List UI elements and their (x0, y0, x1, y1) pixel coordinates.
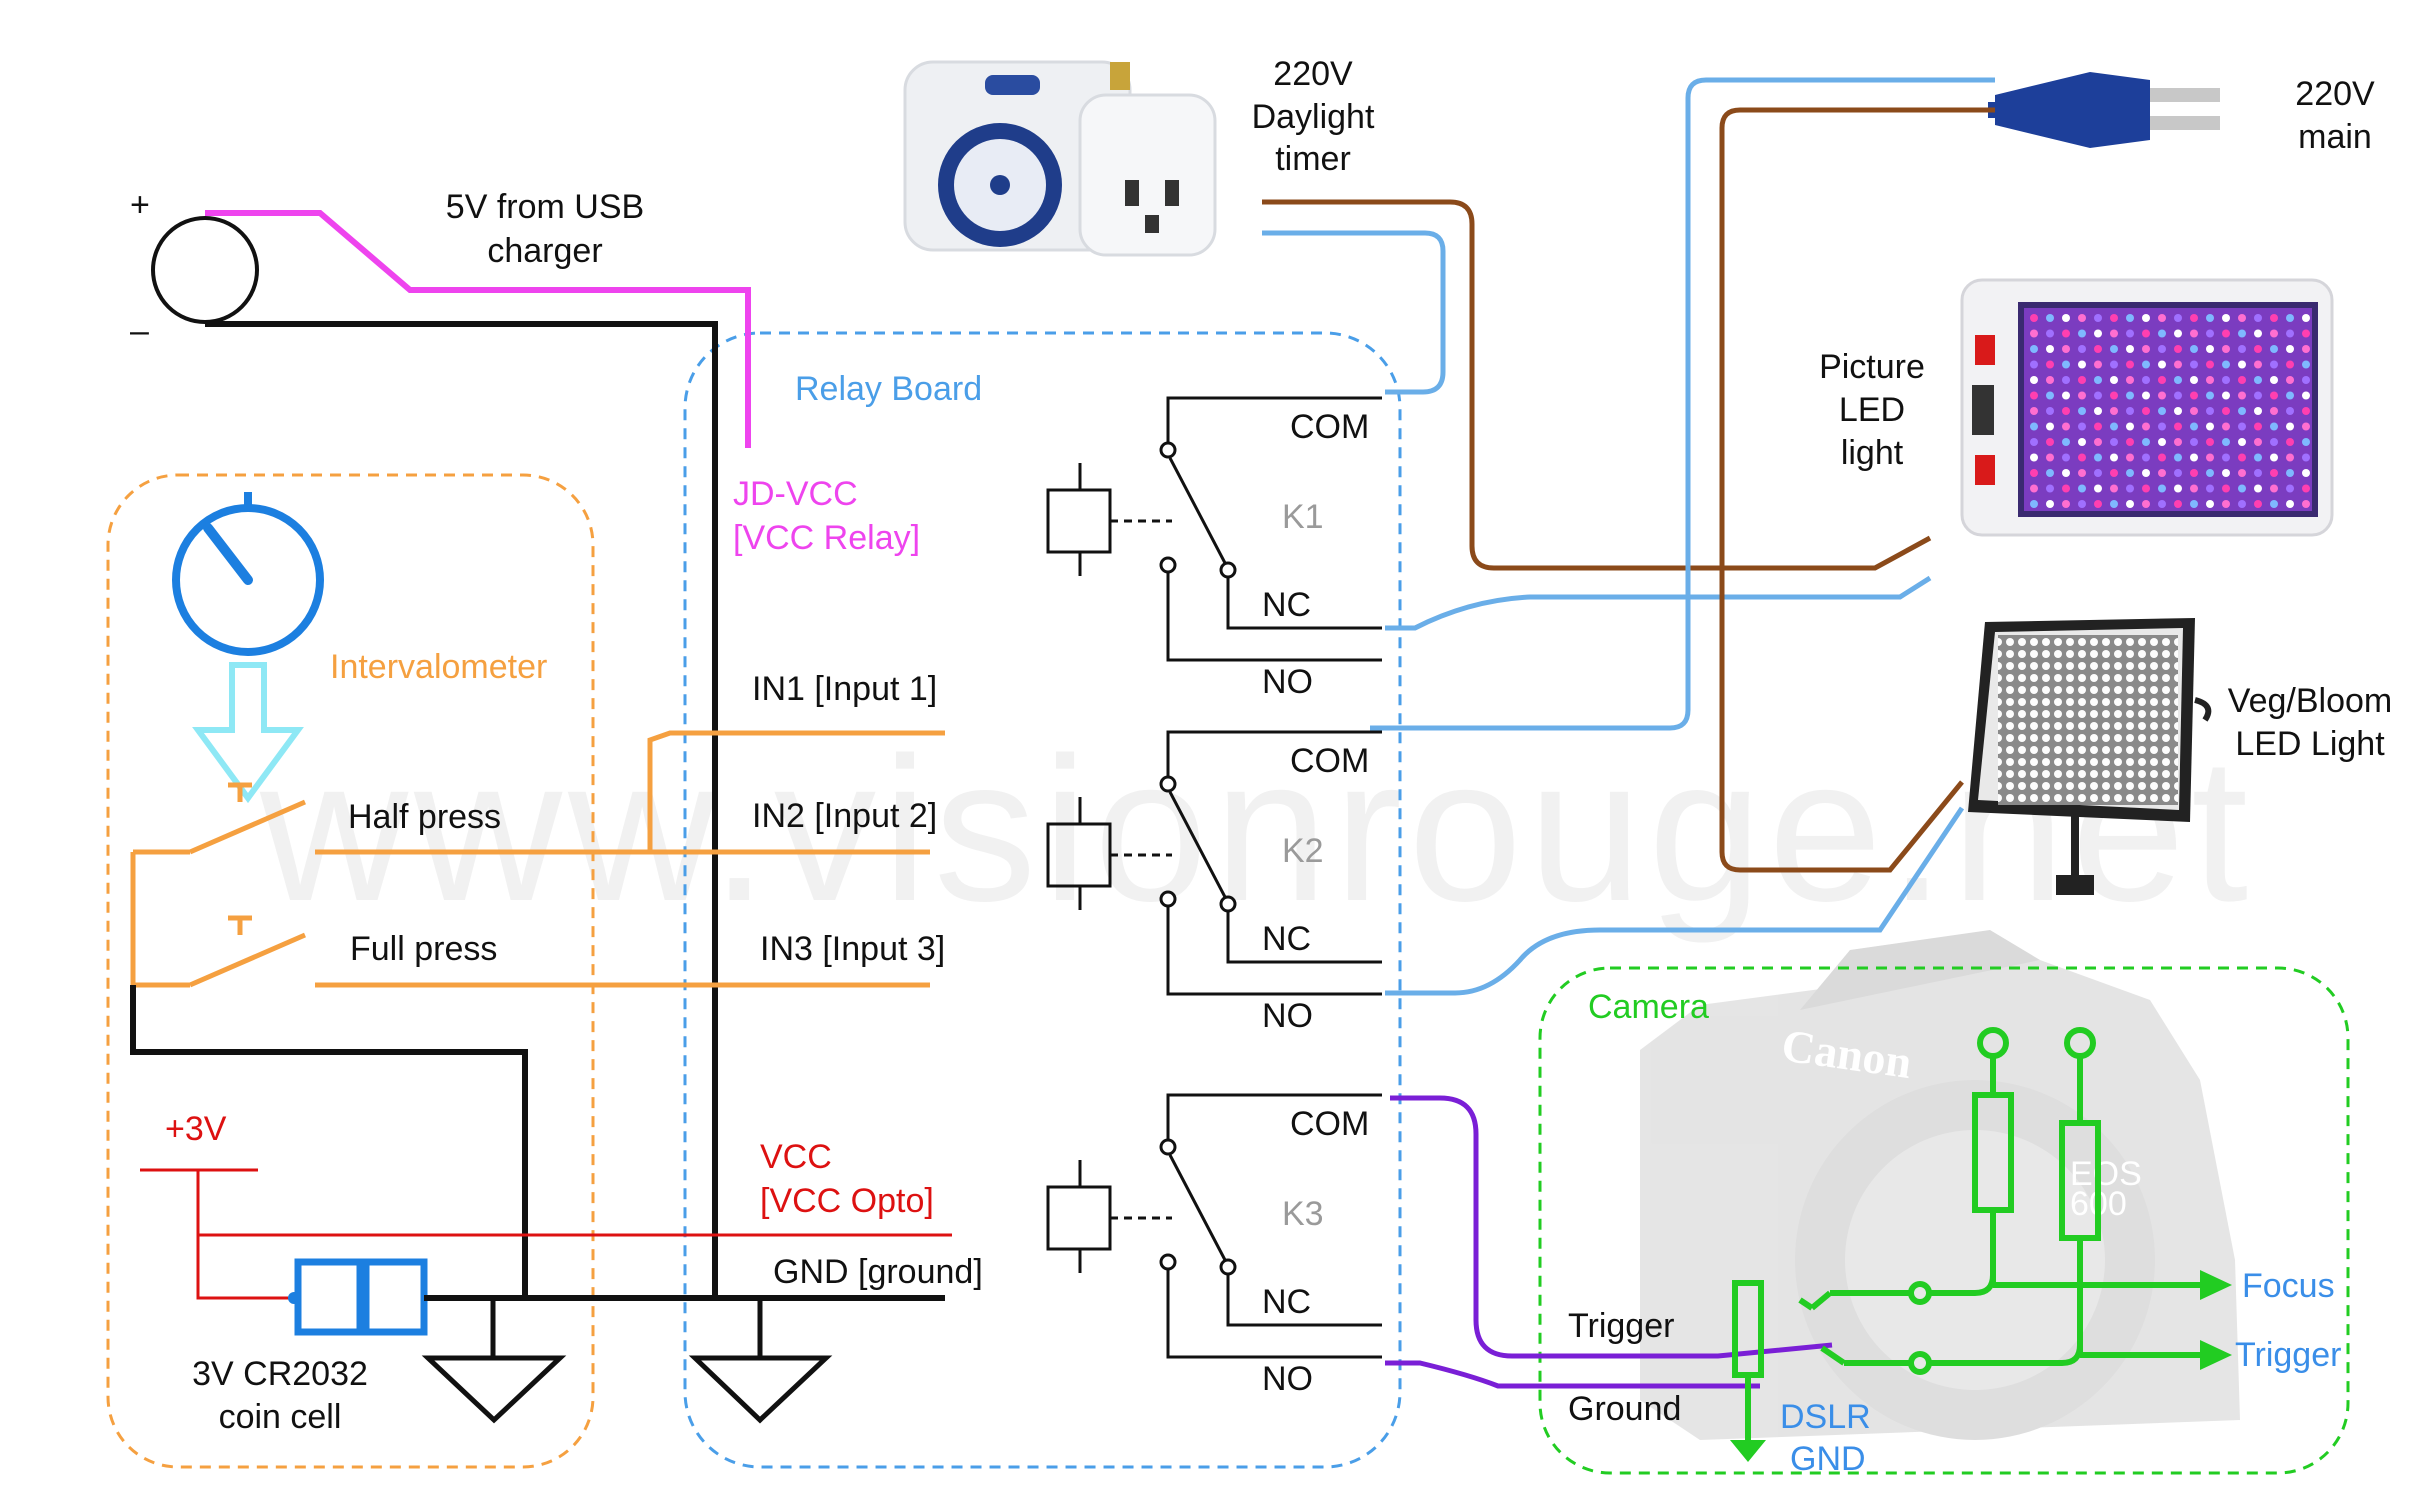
ground-icon (688, 1298, 833, 1424)
relay-com-label: COM (1290, 1105, 1369, 1143)
k3-com-purple-wire (1390, 1095, 1833, 1359)
timer-brown-wire (1262, 199, 1932, 571)
vcc-opto-label: VCC[VCC Opto] (760, 1138, 934, 1220)
relay-name-label: K3 (1282, 1195, 1324, 1233)
relay-no-label: NO (1262, 663, 1313, 701)
k3-no-purple-wire (1385, 1360, 1760, 1389)
veg-bloom-led-image (1968, 618, 2212, 895)
camera-box (1538, 966, 2350, 1475)
relay-no-label: NO (1262, 997, 1313, 1035)
relay-com-label: COM (1290, 742, 1369, 780)
relay-nc-label: NC (1262, 586, 1311, 624)
mains-brown-wire (1719, 107, 1995, 873)
watermark: www.visionrouge.net (259, 715, 2254, 944)
plus-sign: + (130, 186, 150, 224)
relay-nc-label: NC (1262, 1283, 1311, 1321)
trigger-arrow-icon (2200, 1340, 2232, 1370)
relay-com-label: COM (1290, 408, 1369, 446)
relay-name-label: K1 (1282, 498, 1324, 536)
timer-icon (172, 492, 324, 656)
relay-name-label: K2 (1282, 832, 1324, 870)
plus3v-wire (196, 1170, 292, 1300)
half-press-switch (133, 782, 930, 855)
down-arrow-icon (192, 662, 304, 804)
mains-blue-wire (1370, 77, 1995, 731)
trigger-wire-label: Trigger (1568, 1307, 1674, 1345)
relay-board-label: Relay Board (795, 370, 982, 408)
camera-label: Camera (1588, 988, 1709, 1026)
timer-blue-wire (1262, 230, 1446, 395)
ground-wire-label: Ground (1568, 1390, 1681, 1428)
intervalometer-label: Intervalometer (330, 648, 547, 686)
led-dots (2030, 314, 2310, 508)
jd-vcc-label: JD-VCC[VCC Relay] (733, 475, 920, 557)
ground-icon (421, 1298, 567, 1424)
relay-no-label: NO (1262, 1360, 1313, 1398)
camera-internal-circuit (1732, 1027, 2200, 1440)
k2-no-blue-wire (1385, 806, 1965, 996)
relay-k1 (1046, 396, 1382, 662)
in1-wire (647, 730, 945, 852)
usb-plus-wire (205, 210, 751, 448)
relay-k2 (1046, 730, 1382, 996)
full-press-switch (130, 852, 930, 988)
in2-label: IN2 [Input 2] (752, 797, 937, 835)
half-press-label: Half press (348, 798, 501, 836)
daylight-timer-image (903, 60, 1217, 257)
focus-arrow-icon (2200, 1270, 2232, 1300)
usb-minus-wire (205, 321, 718, 1300)
plus3v-label: +3V (165, 1110, 227, 1148)
dslr-gnd-arrow-icon (1730, 1440, 1766, 1462)
minus-sign: – (130, 312, 149, 350)
mains-plug-image (1988, 72, 2220, 148)
in1-label: IN1 [Input 1] (752, 670, 937, 708)
k1-nc-blue-wire (1385, 575, 1932, 631)
relay-nc-label: NC (1262, 920, 1311, 958)
usb-power-source (151, 216, 259, 324)
full-press-label: Full press (350, 930, 497, 968)
trigger-output-label: Trigger (2235, 1336, 2341, 1374)
switch-common-wire (130, 985, 528, 1300)
coin-cell-battery (288, 1258, 428, 1336)
focus-label: Focus (2242, 1267, 2335, 1305)
intervalometer-box (106, 473, 595, 1469)
in3-label: IN3 [Input 3] (760, 930, 945, 968)
relay-k3 (1046, 1093, 1382, 1359)
gnd-label: GND [ground] (773, 1253, 983, 1291)
